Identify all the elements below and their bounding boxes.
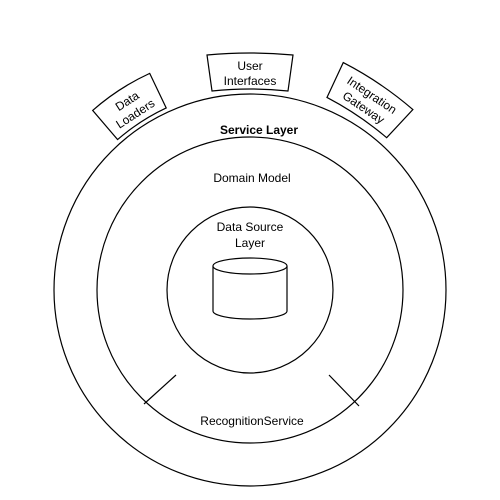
bottom-section-divider-right [328, 374, 360, 407]
tab-integration-gateway: Integration Gateway [326, 61, 414, 139]
bottom-section-divider-left [143, 374, 177, 405]
service-layer-title: Service Layer [220, 123, 298, 137]
database-cylinder-icon [212, 257, 288, 320]
domain-model-title: Domain Model [213, 171, 290, 185]
user-interfaces-line2: Interfaces [224, 74, 277, 88]
inner-ring [166, 206, 334, 374]
middle-ring [96, 136, 404, 444]
data-source-layer-title-line1: Data Source [217, 220, 284, 234]
outer-ring [53, 93, 447, 487]
recognition-service-label: RecognitionService [200, 414, 304, 428]
tab-data-loaders: Data Loaders [91, 72, 168, 141]
user-interfaces-line1: User [237, 59, 262, 73]
tab-user-interfaces: User Interfaces [206, 52, 294, 92]
data-source-layer-title-line2: Layer [235, 236, 265, 250]
